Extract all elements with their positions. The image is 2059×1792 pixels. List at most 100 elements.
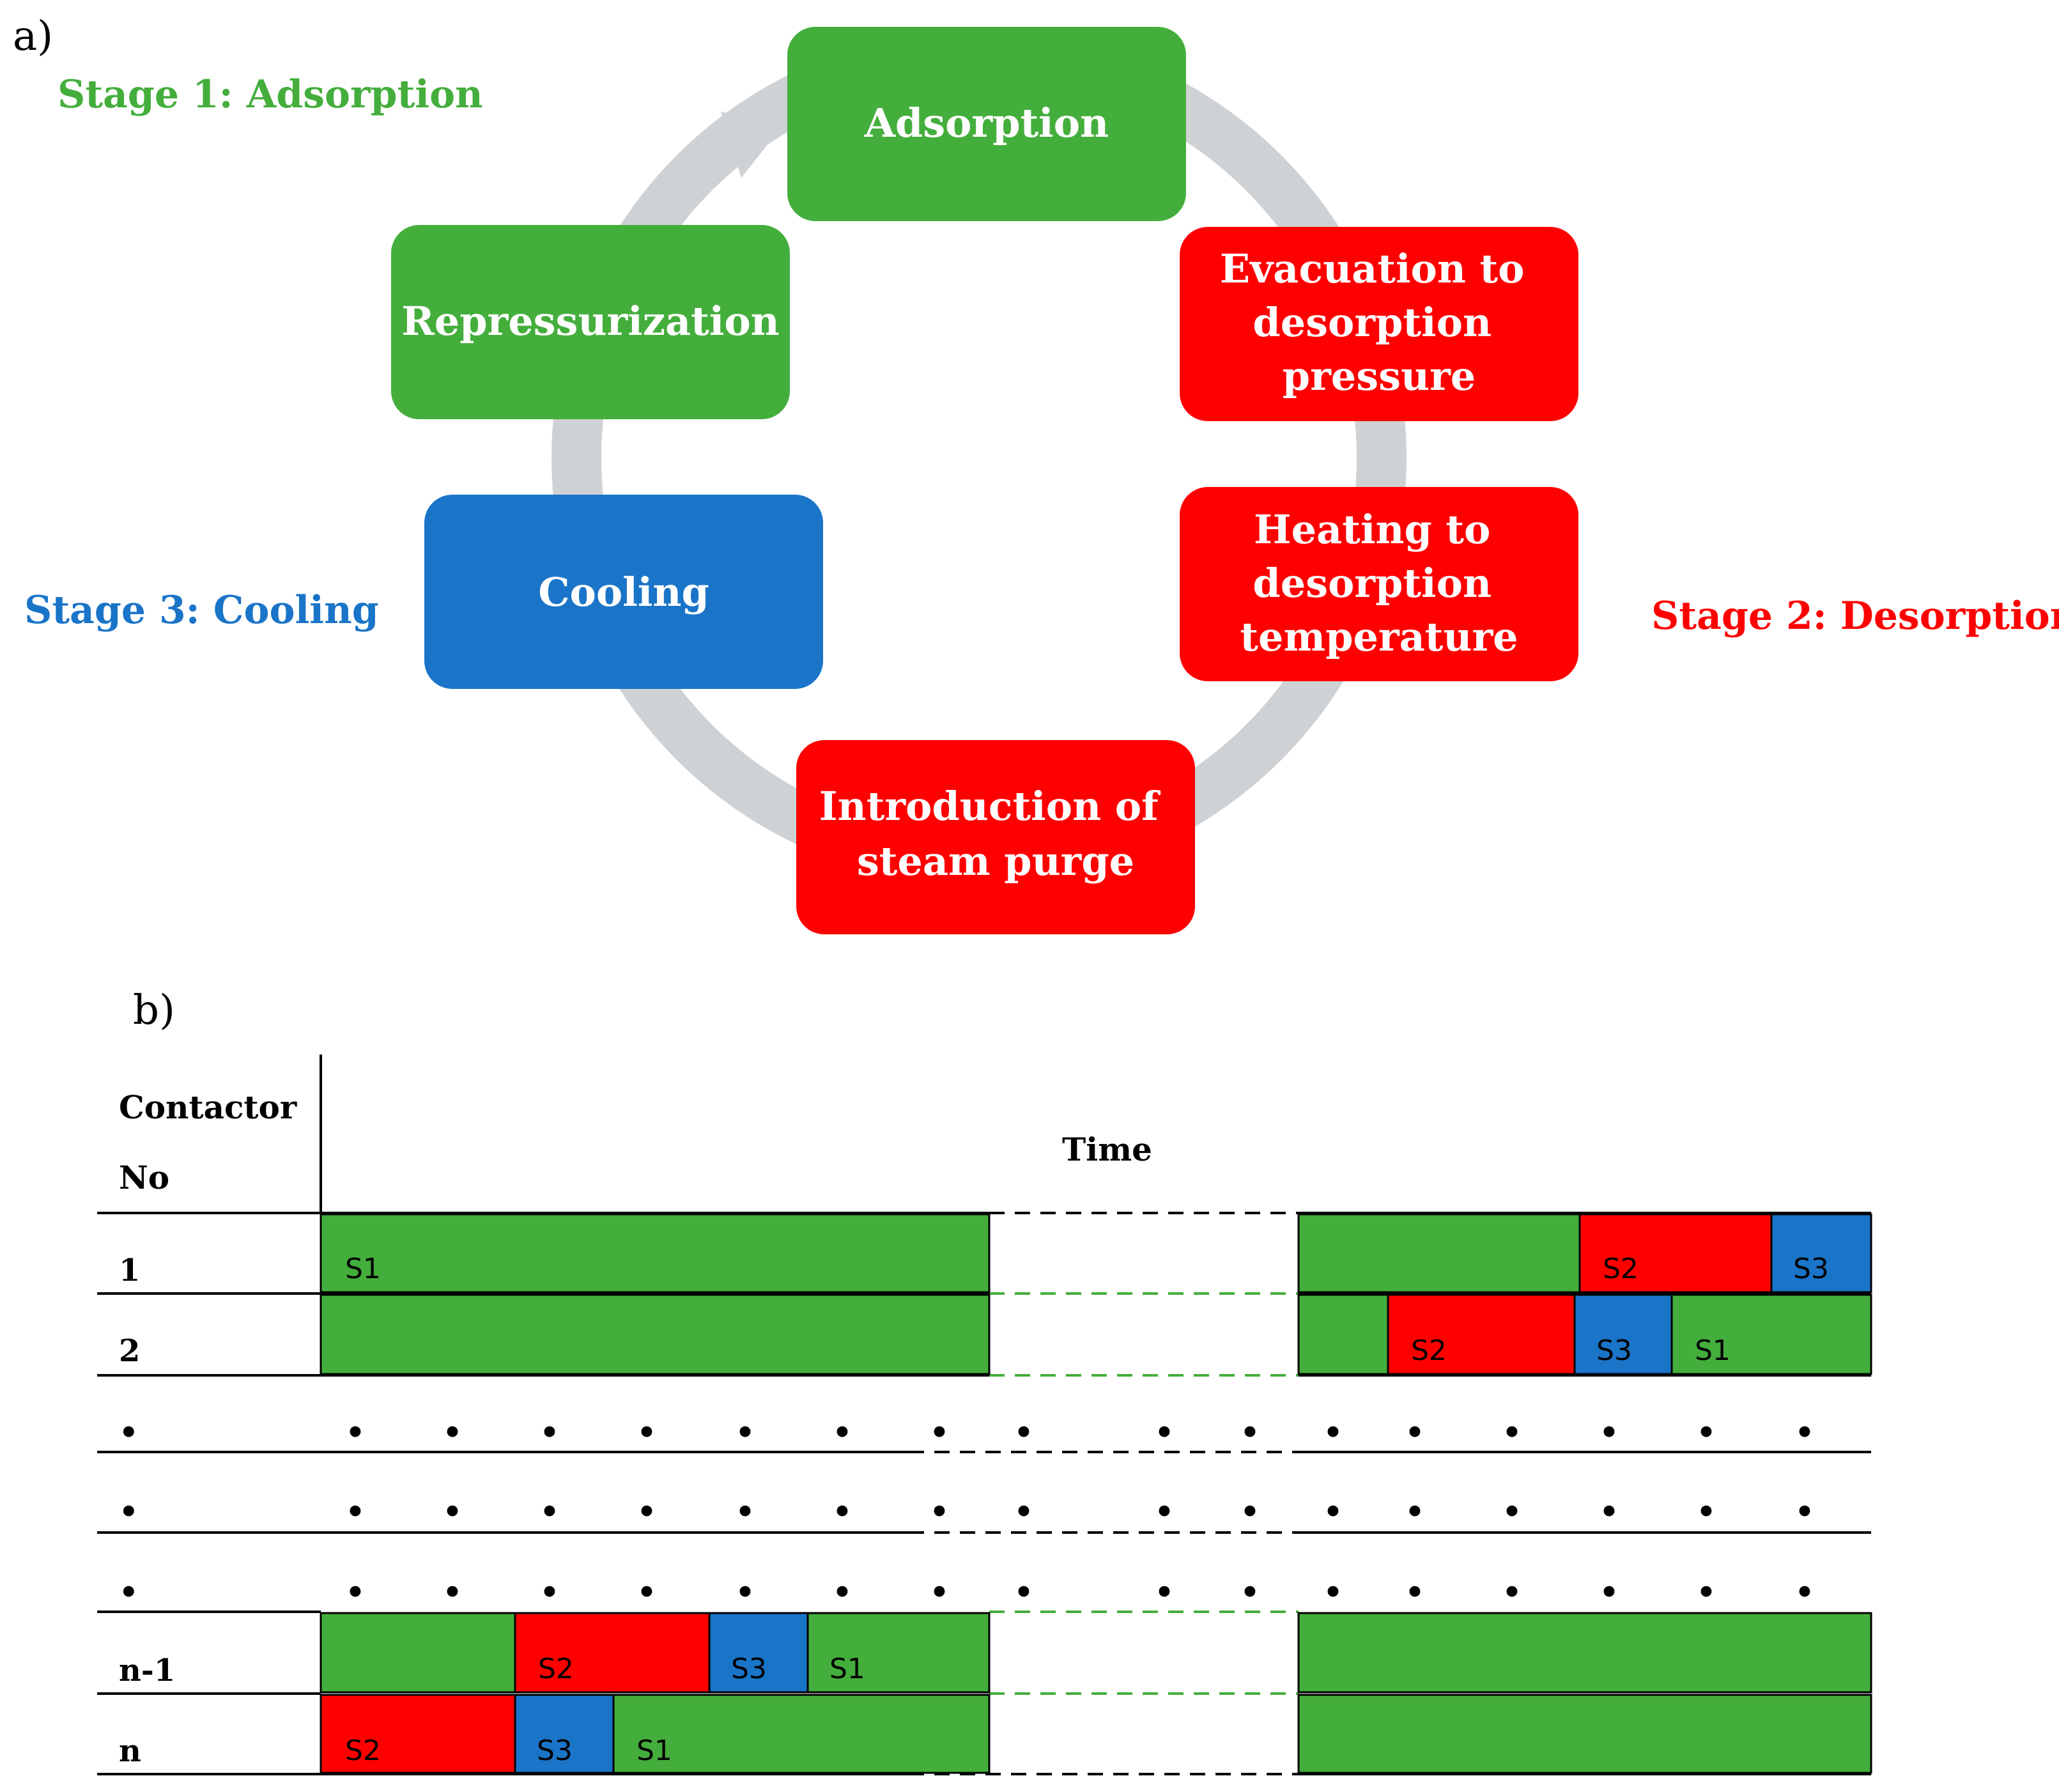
dot: • bbox=[637, 1575, 657, 1610]
dot: • bbox=[443, 1415, 463, 1451]
dot: • bbox=[1502, 1415, 1522, 1451]
dot: • bbox=[736, 1494, 755, 1530]
dot: • bbox=[637, 1494, 657, 1530]
stage-2-title: Stage 2: Desorption bbox=[1651, 594, 2059, 638]
dot: • bbox=[1405, 1494, 1425, 1530]
row-1 bbox=[320, 1213, 1872, 1294]
svg-text:Cooling: Cooling bbox=[538, 569, 709, 615]
row-2-s2-segment bbox=[1387, 1294, 1576, 1375]
row-n-1-s3-segment bbox=[708, 1612, 809, 1694]
stage-1-title: Stage 1: Adsorption bbox=[58, 72, 483, 117]
row-1-s1-label: S1 bbox=[345, 1253, 381, 1285]
dot: • bbox=[540, 1494, 560, 1530]
dot: • bbox=[736, 1415, 755, 1451]
row-n-s1-segment bbox=[612, 1694, 991, 1774]
dot: • bbox=[346, 1575, 366, 1610]
step-heating-line-2: desorption bbox=[1253, 560, 1492, 606]
svg-text:Repressurization: Repressurization bbox=[401, 298, 780, 344]
row-n-1-s1-segment bbox=[320, 1612, 516, 1694]
row-label-n-1: n-1 bbox=[119, 1653, 175, 1688]
row-label-ellipsis-2: • bbox=[119, 1494, 139, 1530]
dot: • bbox=[1155, 1415, 1175, 1451]
step-adsorption: Adsorption bbox=[787, 27, 1186, 221]
row-n bbox=[320, 1694, 1872, 1774]
dot: • bbox=[1155, 1575, 1175, 1610]
svg-text:Adsorption: Adsorption bbox=[864, 100, 1109, 146]
step-steam-line-1: Introduction of bbox=[819, 783, 1161, 830]
row-n-s1-label: S1 bbox=[636, 1734, 672, 1767]
row-2 bbox=[320, 1294, 1872, 1375]
row-n-1-s1-next-segment bbox=[806, 1612, 991, 1694]
step-repressurization: Repressurization bbox=[391, 225, 790, 419]
row-n-s3-segment bbox=[514, 1694, 615, 1774]
row-2-s1-next-segment bbox=[1670, 1294, 1872, 1375]
row-label-n: n bbox=[119, 1733, 141, 1769]
step-steam-line-2: steam purge bbox=[857, 838, 1134, 884]
row-n-1-s1-late-segment bbox=[1297, 1612, 1872, 1694]
row-1-s2-label: S2 bbox=[1603, 1253, 1639, 1285]
dot: • bbox=[930, 1575, 950, 1610]
step-heating-line-1: Heating to bbox=[1254, 506, 1490, 553]
dot: • bbox=[1323, 1575, 1343, 1610]
row-2-s2-label: S2 bbox=[1411, 1334, 1447, 1367]
ellipsis-row-2: • • • • • • • • • • • • • • • • bbox=[346, 1494, 1815, 1530]
ellipsis-row-3: • • • • • • • • • • • • • • • • bbox=[346, 1575, 1815, 1610]
dot: • bbox=[1323, 1494, 1343, 1530]
stage-3-title: Stage 3: Cooling bbox=[24, 588, 379, 633]
row-label-1: 1 bbox=[119, 1253, 140, 1288]
row-n-s3-label: S3 bbox=[537, 1734, 573, 1767]
step-steam-purge: Introduction of steam purge bbox=[796, 740, 1195, 934]
row-n-s2-label: S2 bbox=[345, 1734, 381, 1767]
dot: • bbox=[1697, 1494, 1716, 1530]
dot: • bbox=[930, 1415, 950, 1451]
row-1-s1-segment bbox=[320, 1213, 991, 1294]
dot: • bbox=[1502, 1575, 1522, 1610]
header-contactor: Contactor bbox=[119, 1088, 297, 1126]
row-2-s1-late-segment bbox=[1297, 1294, 1389, 1375]
dot: • bbox=[736, 1575, 755, 1610]
step-heating: Heating to desorption temperature bbox=[1180, 487, 1578, 681]
step-evacuation: Evacuation to desorption pressure bbox=[1180, 227, 1578, 421]
row-1-s3-segment bbox=[1770, 1213, 1872, 1294]
row-2-s1-segment bbox=[320, 1294, 991, 1375]
dot: • bbox=[346, 1415, 366, 1451]
dot: • bbox=[1405, 1575, 1425, 1610]
ellipsis-row-1: • • • • • • • • • • • • • • • • bbox=[346, 1415, 1815, 1451]
header-time: Time bbox=[1062, 1131, 1152, 1168]
dot: • bbox=[833, 1415, 852, 1451]
row-n-1 bbox=[320, 1612, 1872, 1694]
step-evacuation-line-3: pressure bbox=[1283, 353, 1476, 399]
dot: • bbox=[1240, 1575, 1260, 1610]
dot: • bbox=[1240, 1415, 1260, 1451]
row-2-s3-segment bbox=[1573, 1294, 1673, 1375]
dot: • bbox=[1014, 1575, 1034, 1610]
row-label-ellipsis-3: • bbox=[119, 1575, 139, 1610]
row-n-s1-late-segment bbox=[1297, 1694, 1872, 1774]
row-label-2: 2 bbox=[119, 1333, 140, 1369]
step-cooling: Cooling bbox=[424, 495, 823, 689]
dot: • bbox=[1014, 1415, 1034, 1451]
step-adsorption-line: Adsorption bbox=[864, 100, 1109, 146]
step-repressurization-line: Repressurization bbox=[401, 298, 780, 344]
dot: • bbox=[1795, 1494, 1815, 1530]
dot: • bbox=[833, 1575, 852, 1610]
row-n-1-s2-segment bbox=[514, 1612, 711, 1694]
dot: • bbox=[1405, 1415, 1425, 1451]
dot: • bbox=[1795, 1415, 1815, 1451]
row-2-s1-label: S1 bbox=[1695, 1334, 1731, 1367]
dot: • bbox=[540, 1415, 560, 1451]
cycle-arrowhead bbox=[721, 111, 778, 178]
dot: • bbox=[637, 1415, 657, 1451]
dot: • bbox=[833, 1494, 852, 1530]
dot: • bbox=[443, 1494, 463, 1530]
row-n-1-s3-label: S3 bbox=[731, 1653, 767, 1685]
svg-text:Heating to desorption: Heating to desorption temperature bbox=[1240, 506, 1518, 660]
row-separators bbox=[97, 1212, 1871, 1775]
dot: • bbox=[1697, 1415, 1716, 1451]
dot: • bbox=[1240, 1494, 1260, 1530]
dot: • bbox=[540, 1575, 560, 1610]
row-n-1-s1-label: S1 bbox=[829, 1653, 865, 1685]
dot: • bbox=[930, 1494, 950, 1530]
panel-a-label: a) bbox=[13, 13, 53, 60]
